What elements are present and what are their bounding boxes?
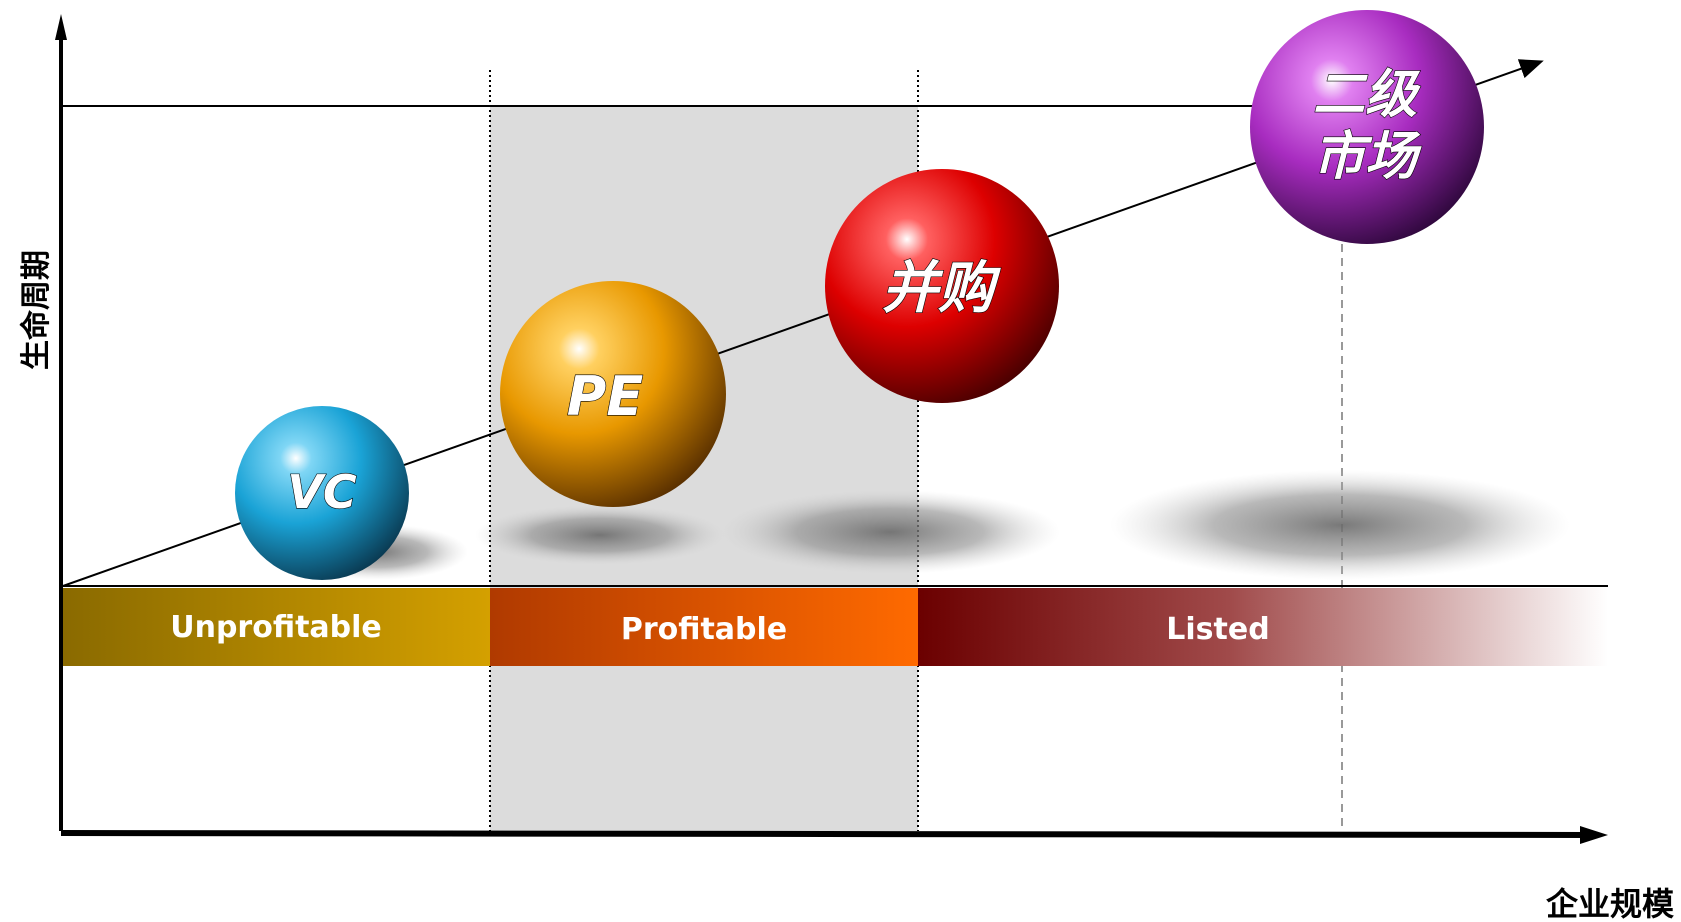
stage-band-profitable	[490, 588, 918, 666]
y-axis-arrowhead	[55, 14, 67, 40]
ball-mna: 并购	[825, 169, 1059, 403]
ball-vc: VC	[235, 406, 409, 580]
ball-secondary-market: 二级 市场	[1250, 10, 1484, 244]
stage-band-unprofitable	[63, 588, 490, 666]
ball-shadow-market	[1110, 470, 1570, 580]
y-axis-label: 生命周期	[19, 250, 54, 370]
ball-shadow-pe	[475, 505, 725, 565]
ball-pe: PE	[500, 281, 726, 507]
ball-label-market-line1: 二级	[1313, 65, 1421, 125]
ball-label-market-line2: 市场	[1313, 127, 1422, 187]
x-axis-arrowhead	[1580, 826, 1608, 844]
stage-band-listed	[918, 588, 1608, 666]
stage-label-listed: Listed	[1166, 612, 1269, 647]
stage-label-unprofitable: Unprofitable	[170, 610, 382, 645]
ball-label-pe: PE	[567, 365, 644, 428]
x-axis	[60, 830, 1591, 838]
ball-label-mna: 并购	[882, 256, 1001, 321]
ball-label-vc: VC	[287, 465, 357, 519]
x-axis-label: 企业规模	[1546, 885, 1674, 922]
ball-shadow-mna	[720, 490, 1060, 574]
stage-label-profitable: Profitable	[621, 612, 787, 647]
